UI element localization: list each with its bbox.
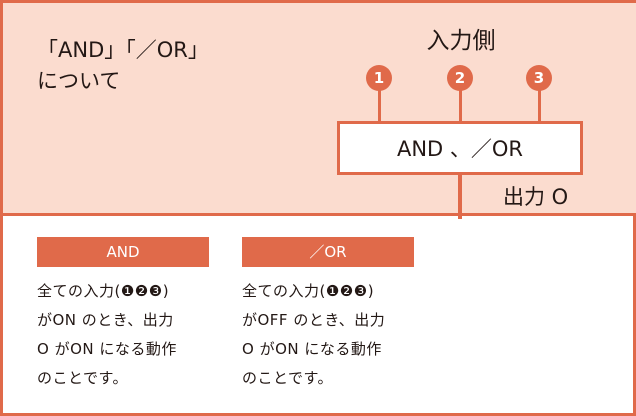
diagram-heading: 「AND」「／OR」 について — [37, 38, 209, 93]
input-side-title: 入力側 — [426, 28, 496, 54]
output-label: 出力 O — [503, 185, 569, 209]
card-and-title: AND — [37, 237, 209, 267]
card-or-text: 全ての入力(❶❷❸) がOFF のとき、出力 O がON になる動作 のことです… — [242, 282, 386, 387]
input-pin-3: 3 — [526, 65, 552, 91]
input-line-2 — [459, 77, 462, 123]
card-and-text: 全ての入力(❶❷❸) がON のとき、出力 O がON になる動作 のことです。 — [37, 282, 177, 387]
diagram-panel: 「AND」「／OR」 について 入力側 1 2 3 AND 、／OR 出力 O — [3, 3, 636, 219]
gate-label: AND 、／OR — [396, 137, 524, 161]
logic-gate-box: AND 、／OR — [337, 121, 583, 175]
output-line — [458, 173, 462, 219]
input-pin-2: 2 — [447, 65, 473, 91]
card-or: ／OR 全ての入力(❶❷❸) がOFF のとき、出力 O がON になる動作 の… — [242, 237, 414, 393]
card-or-title: ／OR — [242, 237, 414, 267]
card-and: AND 全ての入力(❶❷❸) がON のとき、出力 O がON になる動作 のこ… — [37, 237, 209, 393]
input-pin-1: 1 — [366, 65, 392, 91]
input-line-1 — [378, 77, 381, 123]
input-line-3 — [538, 77, 541, 123]
